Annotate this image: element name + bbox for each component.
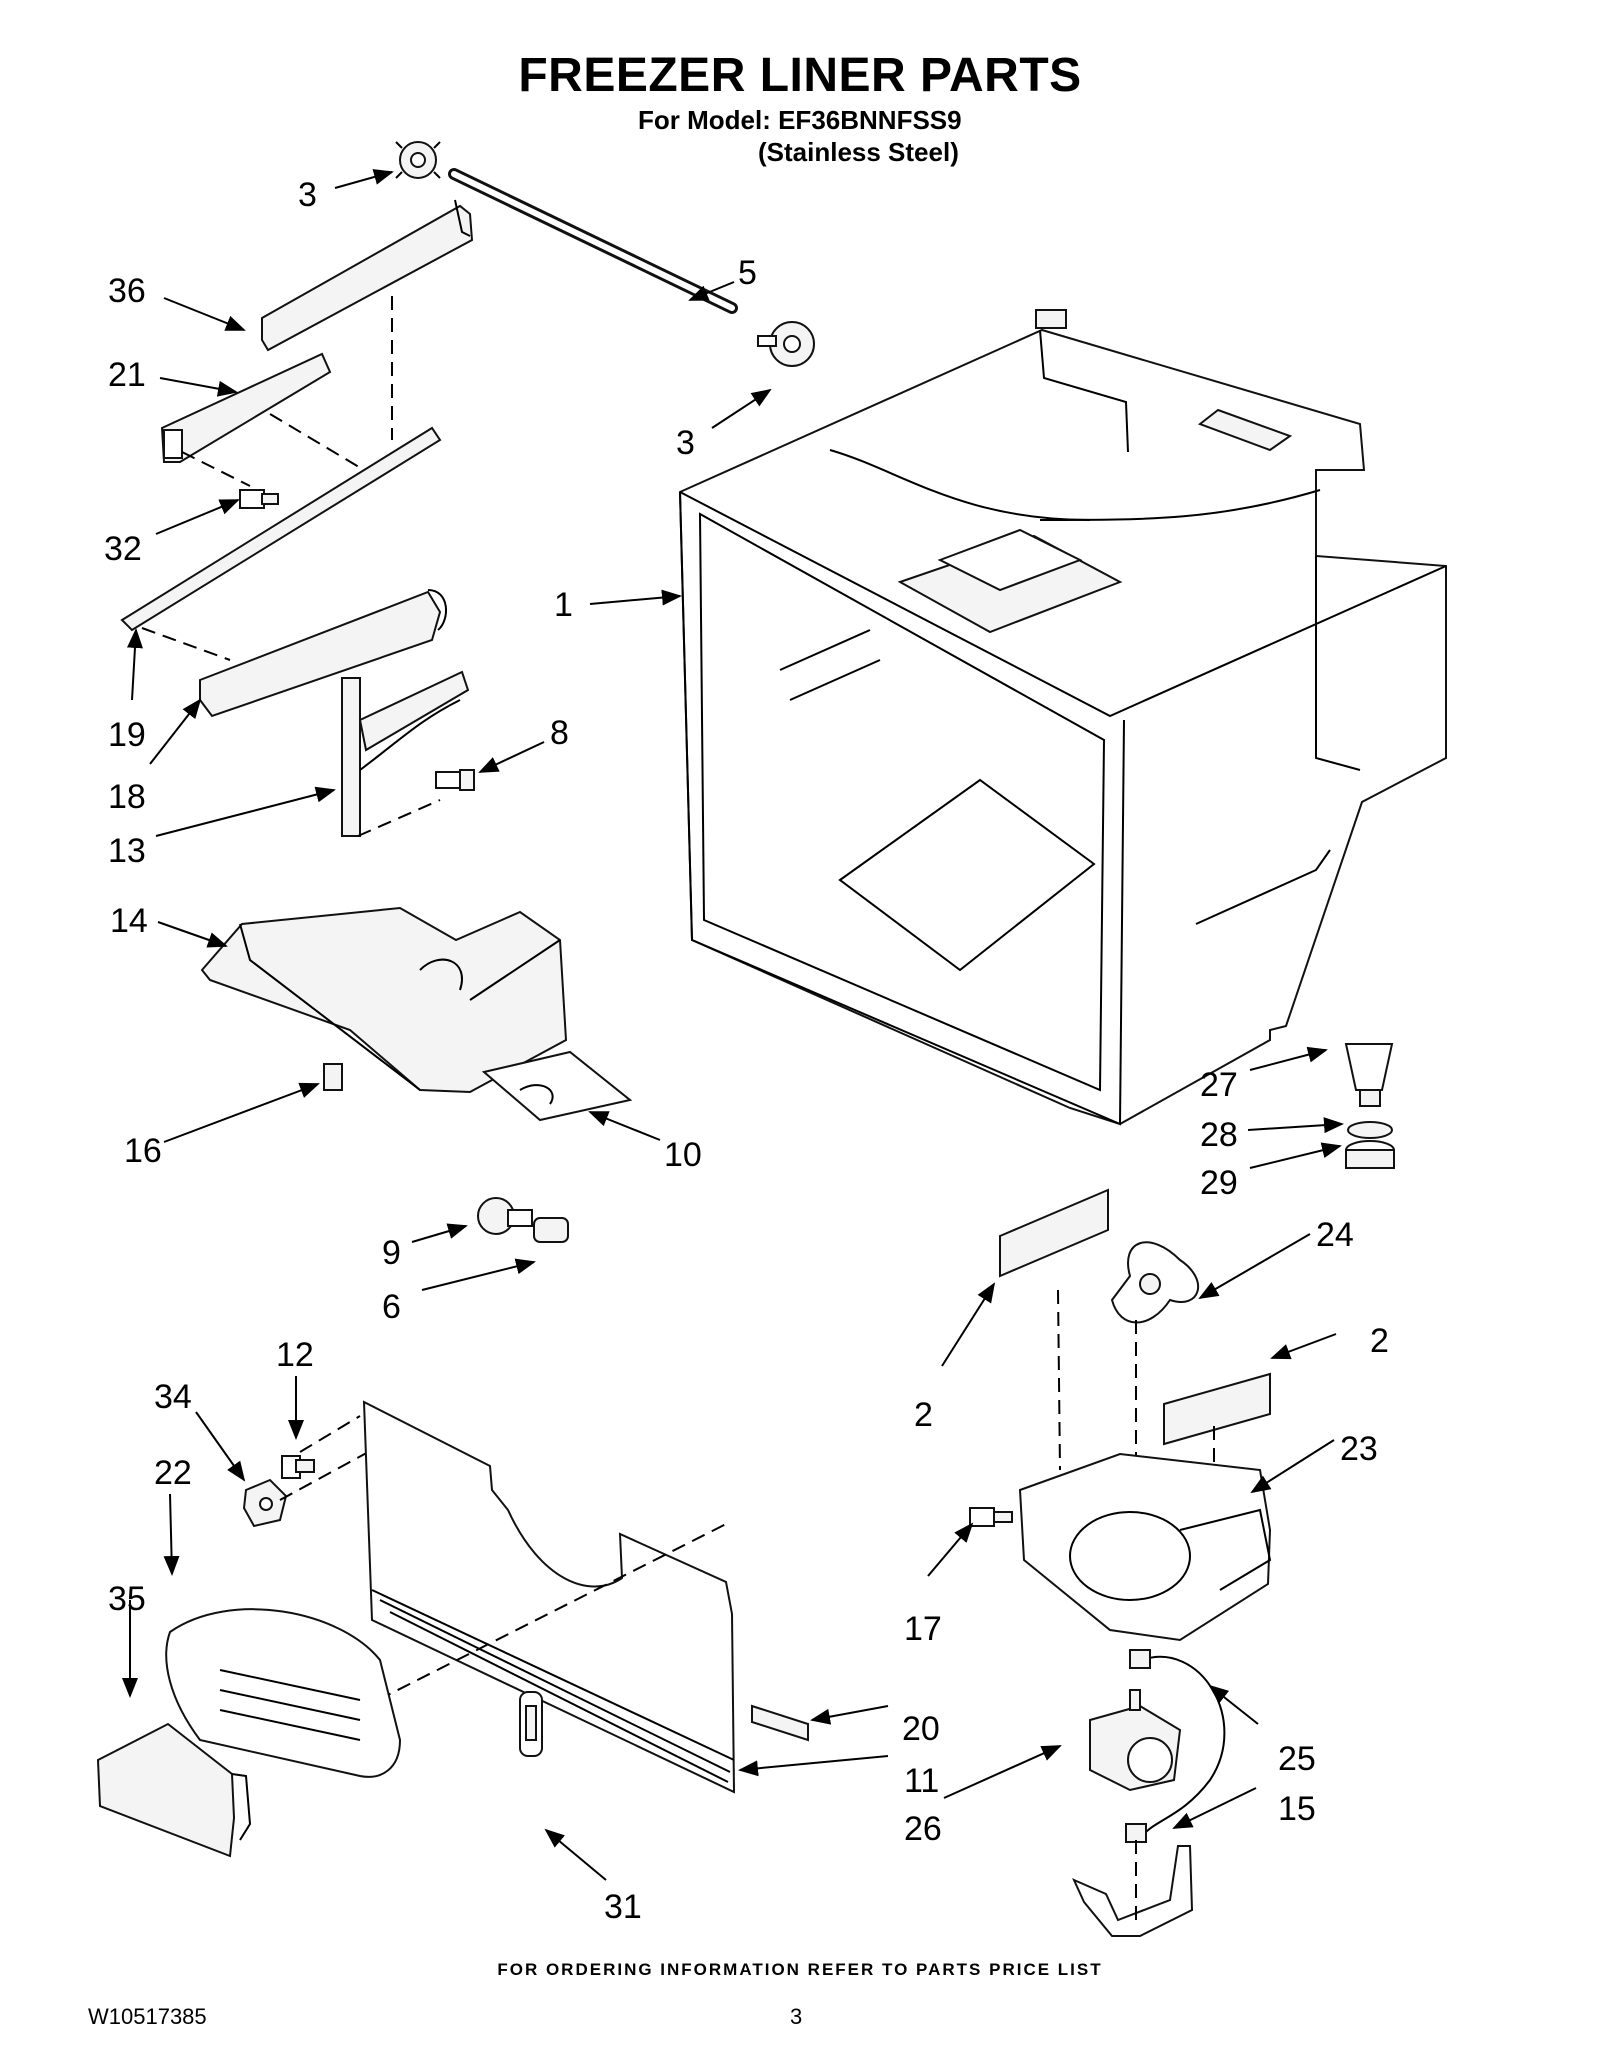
- wire-part-25: [1139, 1655, 1226, 1841]
- cover-part-35: [96, 1722, 252, 1858]
- switch-part-16: [323, 1063, 343, 1091]
- bracket-part-15: [1072, 1845, 1194, 1937]
- duct-part-14: [200, 906, 568, 1094]
- callout-14: 14: [110, 902, 148, 940]
- gear-part-mid: [757, 321, 815, 367]
- callout-11: 11: [904, 1762, 939, 1800]
- page-title: FREEZER LINER PARTS: [518, 49, 1082, 102]
- screw-part-12: [281, 1455, 315, 1479]
- callout-35: 35: [108, 1580, 146, 1618]
- callout-9: 9: [382, 1234, 401, 1272]
- motor-part-26: [1089, 1689, 1182, 1792]
- callout-20: 20: [902, 1710, 940, 1748]
- screw-part-17: [969, 1507, 1013, 1527]
- lamp-part-9: [477, 1197, 533, 1235]
- callout-25: 25: [1278, 1740, 1316, 1778]
- bracket-part-18: [199, 590, 442, 718]
- callout-31: 31: [604, 1888, 642, 1926]
- callout-36: 36: [108, 272, 146, 310]
- callout-2-left: 2: [914, 1396, 933, 1434]
- cap-part-29: [1345, 1140, 1395, 1169]
- callout-1: 1: [554, 586, 573, 624]
- callout-32: 32: [104, 530, 142, 568]
- grille-part-22: [165, 1608, 402, 1778]
- callout-16: 16: [124, 1132, 162, 1170]
- callout-3-top: 3: [298, 176, 317, 214]
- callout-10: 10: [664, 1136, 702, 1174]
- screw-part-32: [239, 489, 279, 509]
- pad-part-10: [481, 1050, 633, 1122]
- drain-part-27: [1344, 1043, 1394, 1107]
- ordering-note: FOR ORDERING INFORMATION REFER TO PARTS …: [497, 1960, 1103, 1979]
- strip-part-20: [751, 1704, 809, 1742]
- callout-28: 28: [1200, 1116, 1238, 1154]
- rail-part-36: [261, 204, 474, 352]
- callout-26: 26: [904, 1810, 942, 1848]
- model-line: For Model: EF36BNNFSS9: [638, 105, 962, 135]
- rear-cover-part-11: [362, 1400, 736, 1794]
- document-number: W10517385: [88, 2004, 207, 2029]
- callout-6: 6: [382, 1288, 401, 1326]
- callout-24: 24: [1316, 1216, 1354, 1254]
- page-number: 3: [790, 2004, 803, 2029]
- callout-27: 27: [1200, 1066, 1238, 1104]
- thermistor-part-34: [242, 1478, 288, 1528]
- finish-line: (Stainless Steel): [758, 137, 959, 167]
- screw-part-8: [435, 769, 475, 791]
- freezer-liner-part-1: [678, 309, 1447, 1126]
- callout-numbers: 3 36 21 5 3 32 1 19 18 8 13 14 27 28 29 …: [104, 176, 1389, 1926]
- callout-12: 12: [276, 1336, 314, 1374]
- callout-34: 34: [154, 1378, 192, 1416]
- callout-18: 18: [108, 778, 146, 816]
- slide-part-19: [120, 426, 442, 632]
- bracket-part-21: [160, 352, 332, 463]
- callout-2-right: 2: [1370, 1322, 1389, 1360]
- callout-29: 29: [1200, 1164, 1238, 1202]
- bracket-part-13: [341, 670, 470, 837]
- foam-block-part-2-right: [1163, 1372, 1271, 1446]
- clip-part-31: [519, 1691, 543, 1757]
- fan-housing-part-23: [1018, 1452, 1272, 1642]
- callout-19: 19: [108, 716, 146, 754]
- callout-13: 13: [108, 832, 146, 870]
- callout-5: 5: [738, 254, 757, 292]
- foam-block-part-2-left: [999, 1188, 1109, 1278]
- socket-part-6: [533, 1217, 569, 1243]
- callout-3-mid: 3: [676, 424, 695, 462]
- callout-21: 21: [108, 356, 146, 394]
- leader-arrows: [122, 169, 1344, 1881]
- callout-23: 23: [1340, 1430, 1378, 1468]
- ring-part-28: [1347, 1121, 1393, 1139]
- fan-blade-part-24: [1110, 1241, 1200, 1324]
- callout-17: 17: [904, 1610, 942, 1648]
- callout-22: 22: [154, 1454, 192, 1492]
- callout-8: 8: [550, 714, 569, 752]
- gear-part-top: [395, 141, 441, 179]
- callout-15: 15: [1278, 1790, 1316, 1828]
